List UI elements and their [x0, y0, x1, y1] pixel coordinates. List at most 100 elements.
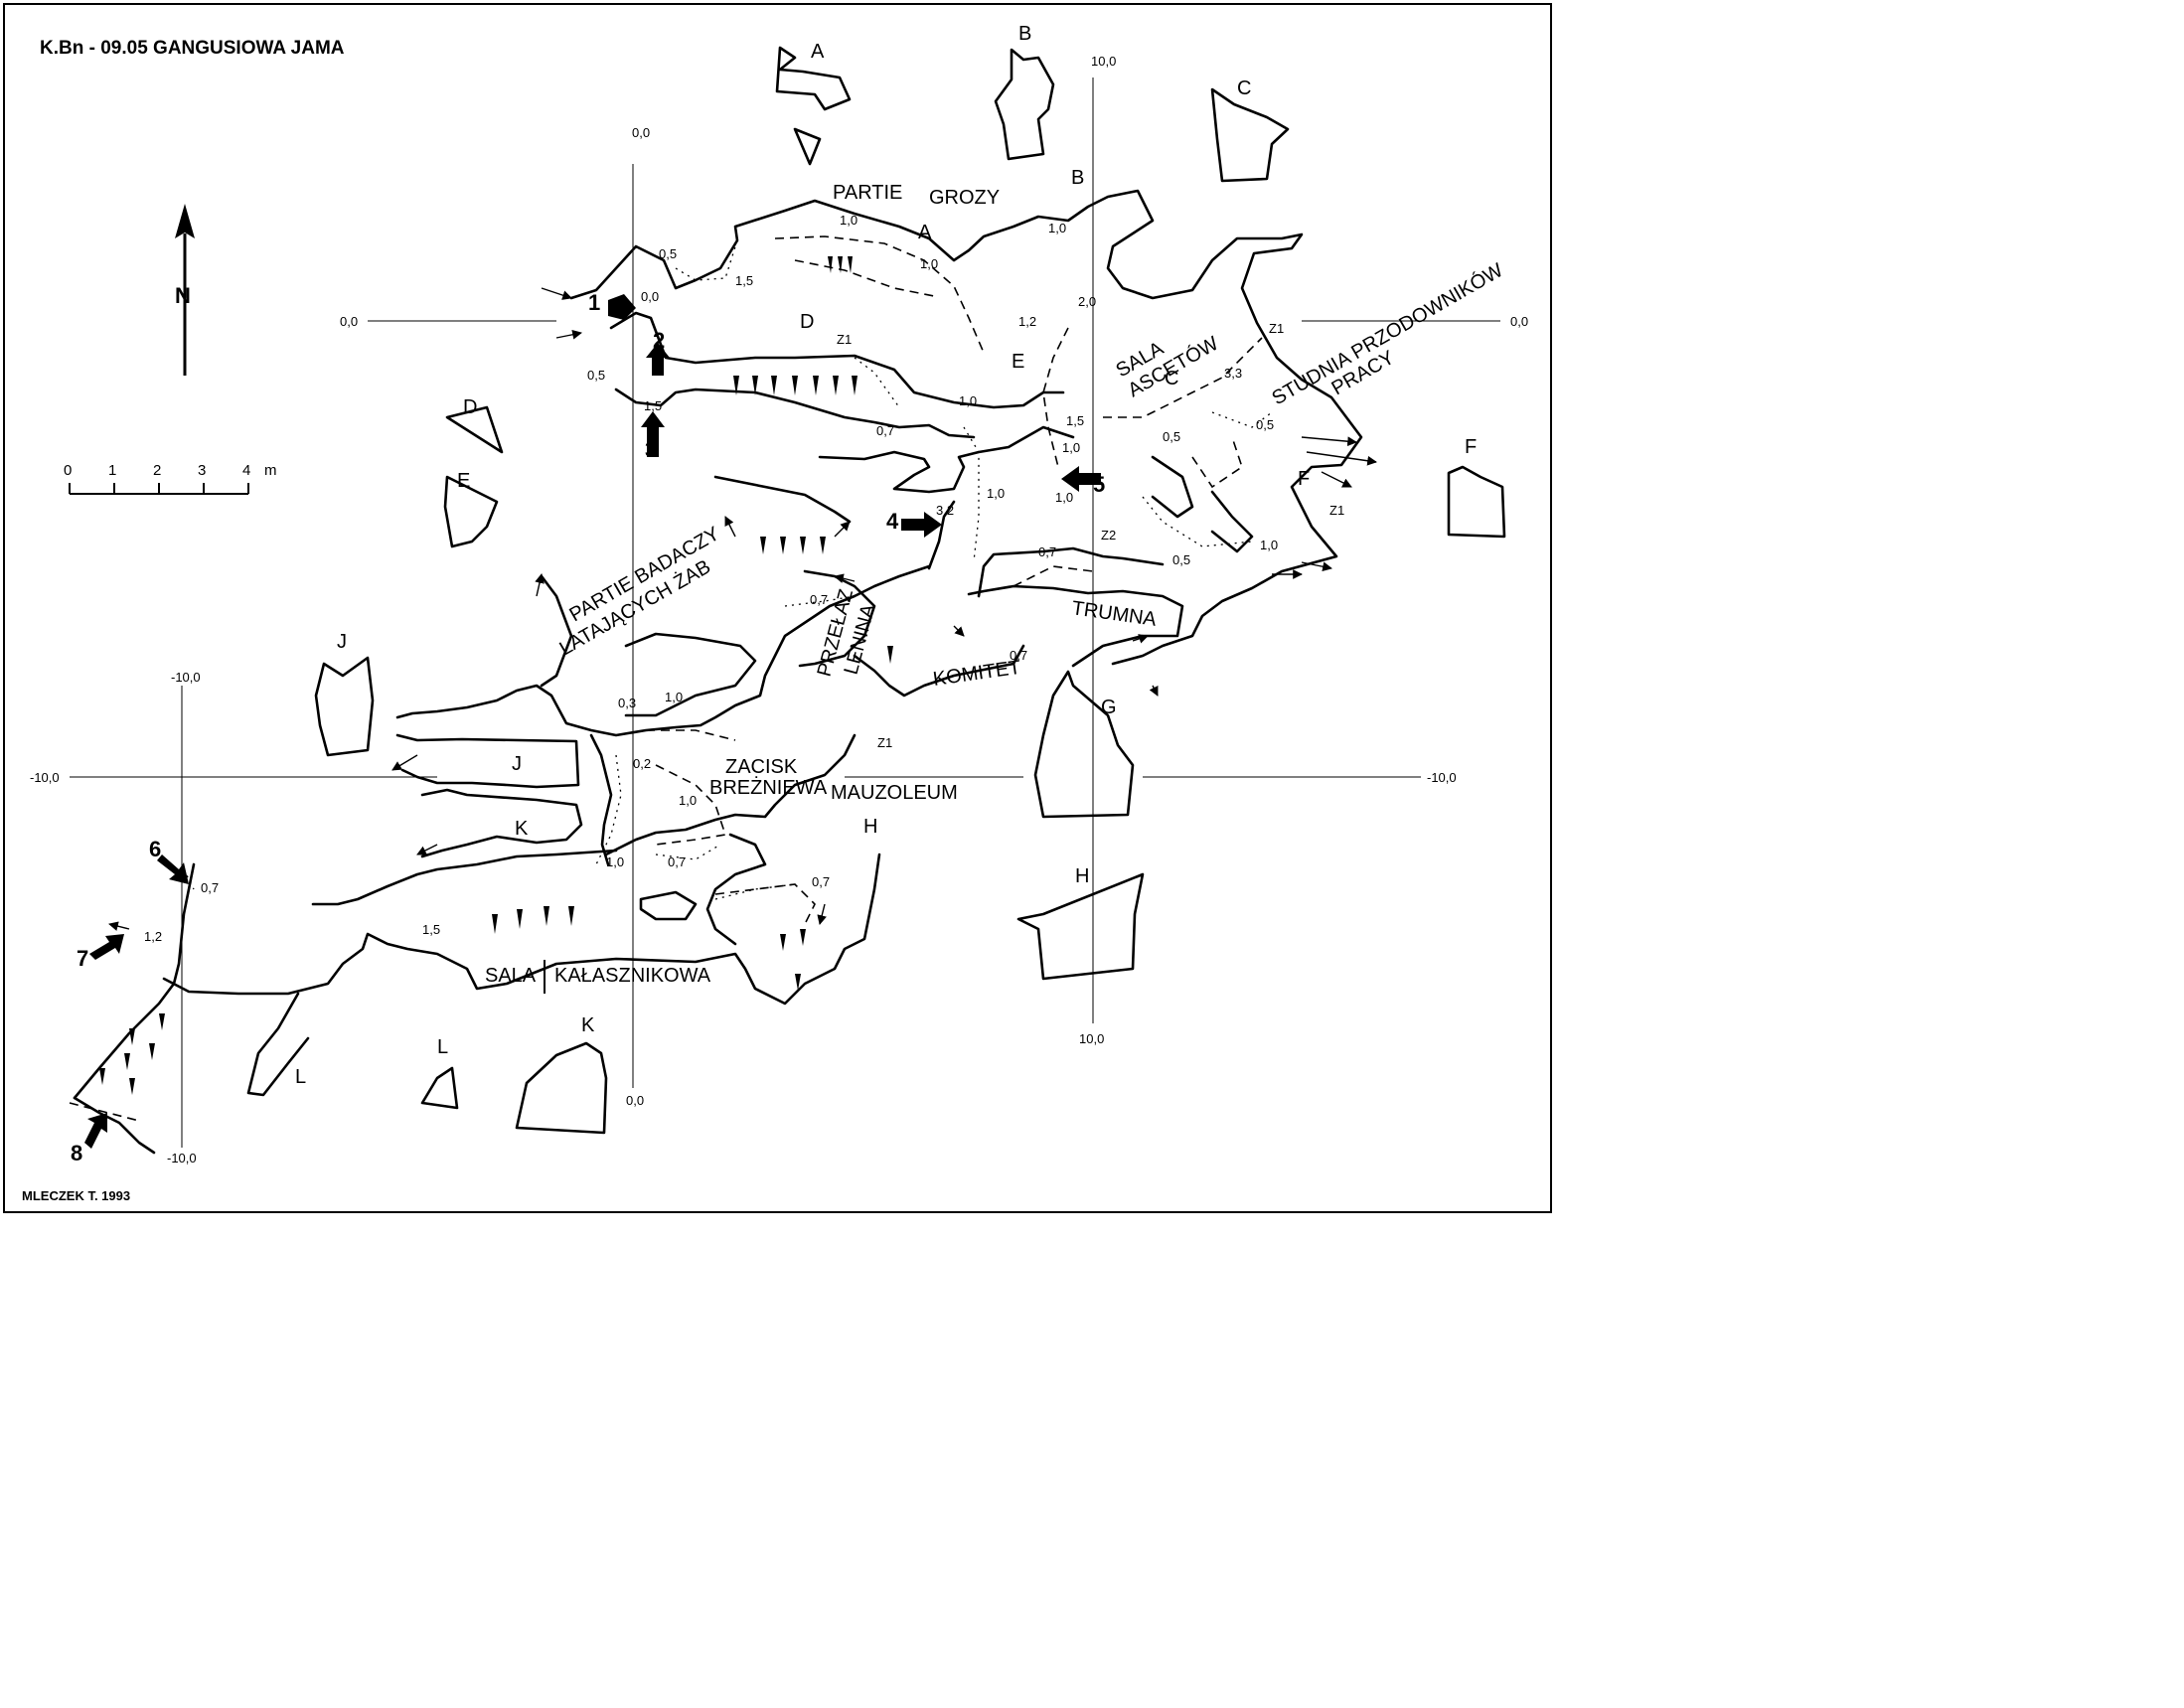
grid-label-top-0: 0,0: [632, 125, 650, 140]
height-34: 1,5: [422, 922, 440, 937]
label-zacisk-2: BREŻNIEWA: [709, 776, 828, 799]
height-5: 1,5: [644, 398, 662, 413]
marker-f: F: [1298, 468, 1310, 490]
north-label: N: [175, 283, 191, 308]
ledges: [183, 239, 1273, 900]
height-22: 1,0: [1260, 538, 1278, 552]
section-b-label: B: [1018, 23, 1031, 45]
marker-j: J: [512, 753, 522, 775]
label-sala-kalasznikowa-2: KAŁASZNIKOWA: [554, 965, 711, 987]
section-a-label: A: [811, 41, 825, 63]
grid-lines: [70, 78, 1500, 1148]
entrance-6: 6: [149, 837, 161, 861]
height-32: 0,7: [201, 880, 219, 895]
section-g-label: G: [1101, 697, 1117, 718]
marker-b: B: [1071, 167, 1084, 189]
draught-z1-c: Z1: [1329, 503, 1344, 518]
height-31: 0,7: [812, 874, 830, 889]
height-30: 0,7: [668, 854, 686, 869]
scale-unit: m: [264, 462, 277, 479]
entrance-2: 2: [653, 328, 665, 353]
height-10: 2,0: [1078, 294, 1096, 309]
entrance-7: 7: [77, 946, 88, 971]
height-11: 1,0: [959, 393, 977, 408]
height-28: 1,0: [679, 793, 697, 808]
section-l-label: L: [437, 1036, 448, 1058]
draught-z1-b: Z1: [1269, 321, 1284, 336]
height-25: 0,3: [618, 696, 636, 710]
section-d-label: D: [463, 396, 477, 418]
section-f-label: F: [1465, 436, 1477, 458]
scale-tick-3: 3: [198, 462, 206, 479]
label-trumna: TRUMNA: [1070, 597, 1158, 631]
height-4: 0,5: [587, 368, 605, 383]
marker-d: D: [800, 311, 814, 333]
grid-label-bottom-m10: -10,0: [167, 1151, 197, 1165]
section-e-label: E: [457, 470, 470, 492]
marker-h: H: [863, 816, 877, 838]
label-sala-kalasznikowa-1: SALA: [485, 965, 537, 987]
height-9: 1,2: [1018, 314, 1036, 329]
entrance-8: 8: [71, 1141, 82, 1165]
height-1: 0,5: [659, 246, 677, 261]
height-33: 1,2: [144, 929, 162, 944]
height-12: 0,7: [876, 423, 894, 438]
draught-z1-d: Z1: [877, 735, 892, 750]
height-7: 1,0: [920, 256, 938, 271]
height-16: 1,5: [1066, 413, 1084, 428]
height-2: 1,5: [735, 273, 753, 288]
grid-label-right-0: 0,0: [1510, 314, 1528, 329]
lower-level-lines: [69, 235, 1263, 1122]
grid-label-bottom-0: 0,0: [626, 1093, 644, 1108]
height-20: 0,7: [1038, 544, 1056, 559]
marker-k: K: [515, 818, 529, 840]
north-arrow-icon: [175, 204, 195, 376]
cave-map: 0,0 10,0 0,0 0,0 -10,0 -10,0 -10,0 0,0 -…: [30, 23, 1528, 1165]
height-27: 0,2: [633, 756, 651, 771]
height-13: 1,0: [1062, 440, 1080, 455]
cave-walls: [73, 189, 1363, 1155]
height-19: 0,5: [1256, 417, 1274, 432]
marker-c: C: [1165, 368, 1178, 389]
height-26: 1,0: [665, 690, 683, 704]
marker-l: L: [295, 1066, 306, 1088]
entrance-5: 5: [1093, 472, 1105, 497]
entrance-3: 3: [645, 437, 657, 462]
scale-tick-0: 0: [64, 462, 72, 479]
height-8: 1,0: [1048, 221, 1066, 235]
continuation-arrows: [108, 287, 1377, 931]
cross-sections: [314, 46, 1506, 1135]
height-24: 0,7: [1010, 648, 1027, 663]
scale-tick-4: 4: [242, 462, 250, 479]
scale-bar: [69, 483, 249, 495]
label-grozy: GROZY: [929, 187, 1000, 209]
grid-label-bottom-10: 10,0: [1079, 1031, 1104, 1046]
height-29: 1,0: [606, 854, 624, 869]
slope-marks: [99, 256, 893, 1095]
height-18: 3,3: [1224, 366, 1242, 381]
section-c-label: C: [1237, 78, 1251, 99]
label-zacisk-1: ZACISK: [725, 756, 798, 778]
draught-z2: Z2: [1101, 528, 1116, 543]
height-15: 1,0: [987, 486, 1005, 501]
marker-e: E: [1012, 351, 1024, 373]
entrance-1: 1: [588, 290, 600, 315]
height-17: 0,5: [1163, 429, 1180, 444]
entrance-arrows: [84, 294, 1101, 1149]
draught-z1-a: Z1: [837, 332, 852, 347]
section-h-label: H: [1075, 865, 1089, 887]
grid-label-left-m10: -10,0: [30, 770, 60, 785]
height-6: 1,0: [840, 213, 858, 228]
entrance-4: 4: [886, 509, 899, 534]
grid-label-left-0: 0,0: [340, 314, 358, 329]
height-21: 0,5: [1172, 552, 1190, 567]
height-3: 0,0: [641, 289, 659, 304]
height-14: 3,2: [936, 503, 954, 518]
label-partie: PARTIE: [833, 182, 902, 204]
height-23: 0,7: [810, 592, 828, 607]
scale-tick-2: 2: [153, 462, 161, 479]
section-j-label: J: [337, 631, 347, 653]
label-studnia-1: STUDNIA PRZODOWNIKÓW: [1268, 258, 1507, 409]
grid-label-leftcol-m10: -10,0: [171, 670, 201, 685]
scale-tick-1: 1: [108, 462, 116, 479]
